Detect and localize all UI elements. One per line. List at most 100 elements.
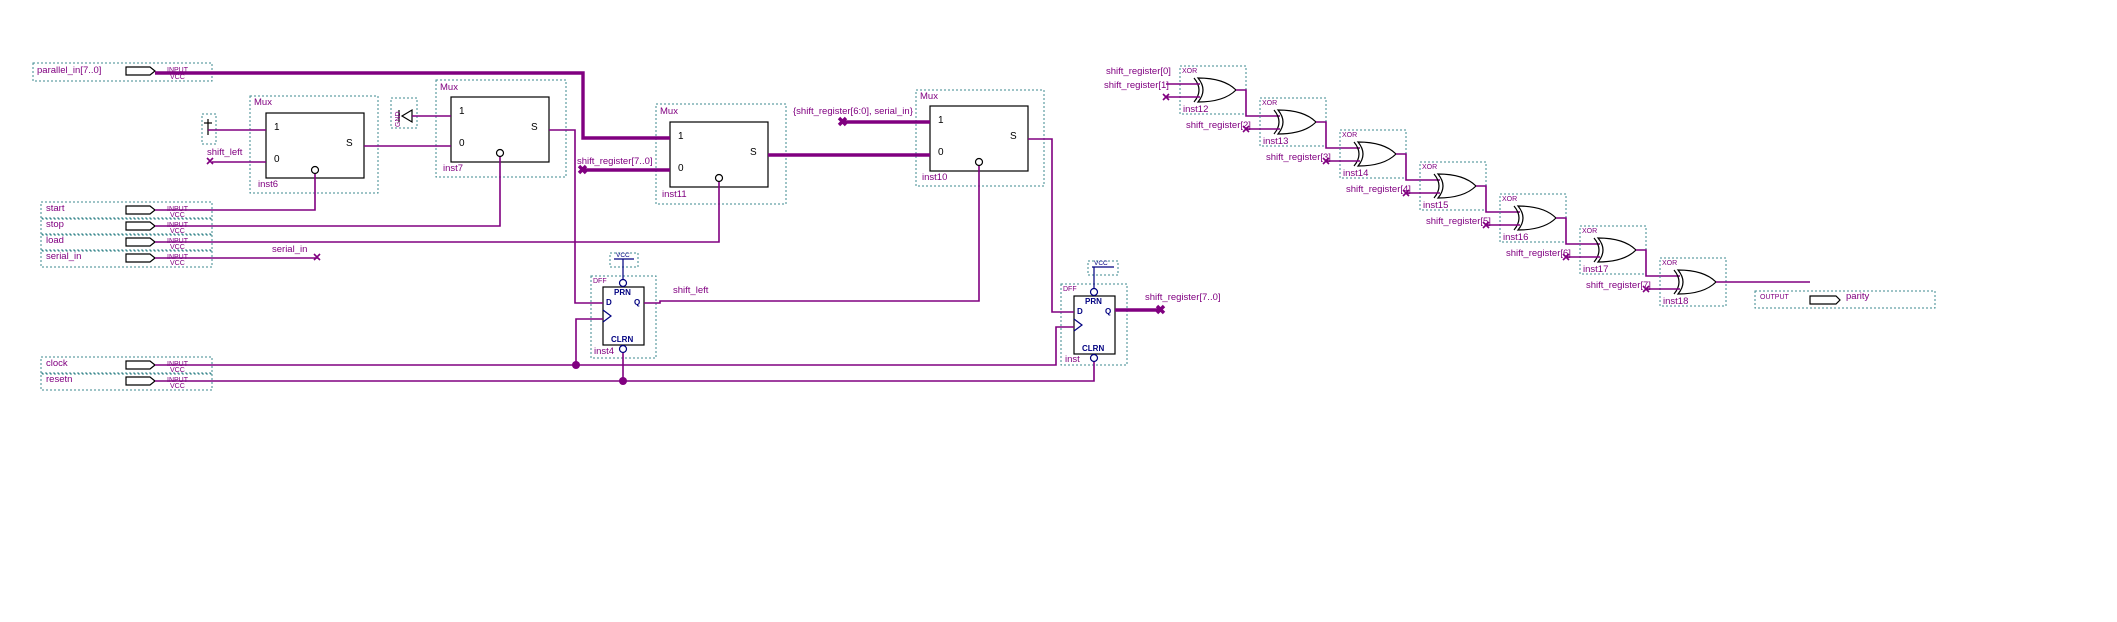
instance-name: inst14	[1343, 168, 1368, 179]
net-label-concat: {shift_register[6:0], serial_in}	[793, 106, 913, 117]
xor-input-label: shift_register[2]	[1186, 120, 1251, 131]
gnd-symbol: GND	[390, 97, 418, 129]
vcc-tie-inst4: VCC	[609, 252, 639, 279]
mux-inst6[interactable]: Mux 1 0 S inst6	[249, 95, 379, 194]
instance-name: inst17	[1583, 264, 1608, 275]
mux-in0-label: 0	[938, 147, 944, 158]
mux-in1-label: 1	[274, 122, 280, 133]
xor-input-label: shift_register[3]	[1266, 152, 1331, 163]
instance-name: inst	[1065, 354, 1080, 365]
block-type: XOR	[1262, 100, 1277, 107]
pin-tie: VCC	[170, 367, 185, 374]
xor-input-label: shift_register[1]	[1104, 80, 1169, 91]
xor-input-label: shift_register[4]	[1346, 184, 1411, 195]
xor-gate-inst13[interactable]: XOR inst13 shift_register[2]	[1186, 97, 1360, 149]
dff-d-label: D	[1077, 307, 1083, 316]
dff-q-label: Q	[1105, 307, 1111, 316]
block-type: Mux	[660, 106, 678, 117]
block-type: XOR	[1342, 132, 1357, 139]
block-type: DFF	[593, 278, 607, 285]
instance-name: inst16	[1503, 232, 1528, 243]
block-type: XOR	[1582, 228, 1597, 235]
pin-name: serial_in	[46, 251, 81, 262]
block-type: Mux	[920, 91, 938, 102]
vcc-tie-inst: VCC	[1087, 260, 1119, 288]
dff-clrn-label: CLRN	[1082, 344, 1104, 353]
dff-prn-label: PRN	[614, 288, 631, 297]
gnd-label: GND	[395, 111, 402, 127]
xor-gate-inst12[interactable]: XOR inst12 shift_register[1] shift_register…	[1104, 65, 1280, 117]
mux-sel-label: S	[750, 147, 757, 158]
mux-sel-label: S	[346, 138, 353, 149]
mux-inst7[interactable]: Mux 1 0 S inst7	[435, 79, 567, 178]
block-type: XOR	[1422, 164, 1437, 171]
vcc-label: VCC	[1094, 260, 1108, 267]
xor-chain: XOR inst12 shift_register[1] shift_register…	[1104, 65, 1810, 307]
pin-tie: VCC	[170, 383, 185, 390]
xor-input-label: shift_register[5]	[1426, 216, 1491, 227]
mux-in1-label: 1	[938, 115, 944, 126]
mux-sel-label: S	[531, 122, 538, 133]
pin-tie: VCC	[170, 244, 185, 251]
net-label-shift-left: shift_left	[207, 147, 243, 158]
dff-inst4[interactable]: DFF PRN D Q CLRN inst4	[590, 275, 657, 359]
pin-name: start	[46, 203, 65, 214]
dff-q-label: Q	[634, 298, 640, 307]
block-type: XOR	[1502, 196, 1517, 203]
pin-kind: OUTPUT	[1760, 294, 1790, 301]
pin-tie: VCC	[170, 260, 185, 267]
mux-in0-label: 0	[459, 138, 465, 149]
block-type: Mux	[440, 82, 458, 93]
pin-name: clock	[46, 358, 68, 369]
pin-tie: VCC	[170, 212, 185, 219]
xor-gate-inst15[interactable]: XOR inst15 shift_register[4]	[1346, 161, 1520, 213]
block-type: Mux	[254, 97, 272, 108]
mux-in1-label: 1	[459, 106, 465, 117]
tie-off-inst6	[201, 113, 217, 145]
net-label-shift-register-out: shift_register[7..0]	[1145, 292, 1221, 303]
net-label-shift-register-bus: shift_register[7..0]	[577, 156, 653, 167]
vcc-label: VCC	[616, 252, 630, 259]
pin-kind: INPUT	[167, 67, 189, 74]
dff-prn-label: PRN	[1085, 297, 1102, 306]
xor-input-label: shift_register[7]	[1586, 280, 1651, 291]
instance-name: inst13	[1263, 136, 1288, 147]
block-type: DFF	[1063, 286, 1077, 293]
mux-inst10[interactable]: Mux 1 0 S inst10	[915, 89, 1045, 187]
pin-tie: VCC	[170, 74, 185, 81]
mux-in0-label: 0	[274, 154, 280, 165]
dff-inst[interactable]: DFF PRN D Q CLRN inst	[1060, 283, 1128, 366]
pin-name: parity	[1846, 291, 1869, 302]
mux-inst11[interactable]: Mux 1 0 S inst11	[655, 103, 787, 205]
instance-name: inst6	[258, 179, 278, 190]
xor-gate-inst14[interactable]: XOR inst14 shift_register[3]	[1266, 129, 1440, 181]
mux-in1-label: 1	[678, 131, 684, 142]
pin-name: load	[46, 235, 64, 246]
net-label-serial-in: serial_in	[272, 244, 307, 255]
dff-clrn-label: CLRN	[611, 335, 633, 344]
pin-name: stop	[46, 219, 64, 230]
block-type: XOR	[1182, 68, 1197, 75]
instance-name: inst7	[443, 163, 463, 174]
mux-sel-label: S	[1010, 131, 1017, 142]
instance-name: inst12	[1183, 104, 1208, 115]
pin-name: resetn	[46, 374, 72, 385]
dff-d-label: D	[606, 298, 612, 307]
pin-name: parallel_in[7..0]	[37, 65, 101, 76]
instance-name: inst15	[1423, 200, 1448, 211]
mux-in0-label: 0	[678, 163, 684, 174]
output-pin-parity[interactable]: OUTPUT parity	[1754, 290, 1936, 309]
xor-input-label: shift_register[0]	[1106, 66, 1171, 77]
xor-input-label: shift_register[6]	[1506, 248, 1571, 259]
xor-gate-inst18[interactable]: XOR inst18 shift_register[7]	[1586, 257, 1810, 307]
instance-name: inst4	[594, 346, 614, 357]
instance-name: inst10	[922, 172, 947, 183]
net-label-shift-left-2: shift_left	[673, 285, 709, 296]
instance-name: inst11	[662, 189, 687, 200]
xor-gate-inst16[interactable]: XOR inst16 shift_register[5]	[1426, 193, 1600, 245]
xor-gate-inst17[interactable]: XOR inst17 shift_register[6]	[1506, 225, 1680, 277]
block-type: XOR	[1662, 260, 1677, 267]
instance-name: inst18	[1663, 296, 1688, 307]
pin-tie: VCC	[170, 228, 185, 235]
